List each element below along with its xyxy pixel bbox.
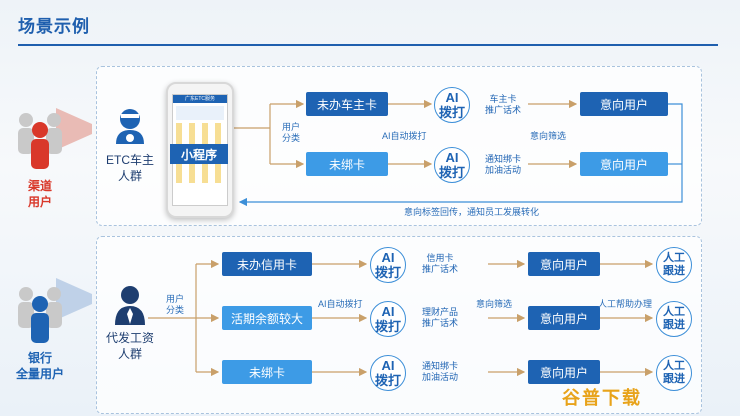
bottom-row1-result: 意向用户 [528, 252, 600, 276]
bottom-mid-right-label: 意向筛选 [476, 299, 513, 309]
mini-program-tag: 小程序 [170, 144, 228, 164]
driver-icon [112, 106, 148, 146]
top-row1-script: 车主卡 推广话术 [484, 94, 521, 115]
bottom-mid-far-label: 人工帮助办理 [598, 299, 653, 309]
channel-users-label: 渠道 用户 [27, 179, 52, 209]
bottom-branch-label: 用户 分类 [165, 294, 184, 315]
bank-users-label: 银行 全量用户 [15, 351, 64, 381]
bottom-row2-followup: 人工 跟进 [656, 301, 692, 337]
bottom-row3-followup: 人工 跟进 [656, 355, 692, 391]
phone-header: 广东ETC服务 [173, 95, 227, 103]
feedback-label: 意向标签回传，通知员工发展转化 [404, 207, 540, 217]
top-row2-result: 意向用户 [580, 152, 668, 176]
top-row1-ai-circle: AI 拨打 [434, 87, 470, 123]
bottom-row1-script: 信用卡 推广话术 [421, 253, 458, 274]
etc-owner-group-label: ETC车主 人群 [105, 153, 154, 183]
bottom-mid-left-label: AI自动拨打 [318, 299, 363, 309]
watermark-logo: 谷普下载 [562, 388, 642, 408]
bottom-row2-result: 意向用户 [528, 306, 600, 330]
top-row2-box: 未绑卡 [306, 152, 388, 176]
top-row1-result: 意向用户 [580, 92, 668, 116]
title-divider [18, 44, 718, 46]
bank-users-icon [12, 284, 68, 344]
bottom-row2-script: 理财产品 推广话术 [421, 307, 458, 328]
payroll-group-label: 代发工资 人群 [105, 331, 154, 361]
top-row2-script: 通知绑卡 加油活动 [484, 154, 521, 175]
bottom-row1-box: 未办信用卡 [222, 252, 312, 276]
employee-icon [112, 284, 148, 326]
top-mid-left-label: AI自动拨打 [382, 131, 427, 141]
bottom-row1-followup: 人工 跟进 [656, 247, 692, 283]
top-branch-label: 用户 分类 [281, 122, 300, 143]
bottom-row2-ai-circle: AI 拨打 [370, 301, 406, 337]
top-mid-right-label: 意向筛选 [530, 131, 567, 141]
phone-banner [176, 106, 224, 120]
bottom-row3-box: 未绑卡 [222, 360, 312, 384]
bottom-row2-box: 活期余额较大 [222, 306, 312, 330]
bottom-row3-result: 意向用户 [528, 360, 600, 384]
bottom-row1-ai-circle: AI 拨打 [370, 247, 406, 283]
channel-users-icon [12, 110, 68, 170]
bottom-row3-script: 通知绑卡 加油活动 [421, 361, 458, 382]
top-row2-ai-circle: AI 拨打 [434, 147, 470, 183]
page-title: 场景示例 [18, 17, 90, 36]
bottom-row3-ai-circle: AI 拨打 [370, 355, 406, 391]
top-row1-box: 未办车主卡 [306, 92, 388, 116]
